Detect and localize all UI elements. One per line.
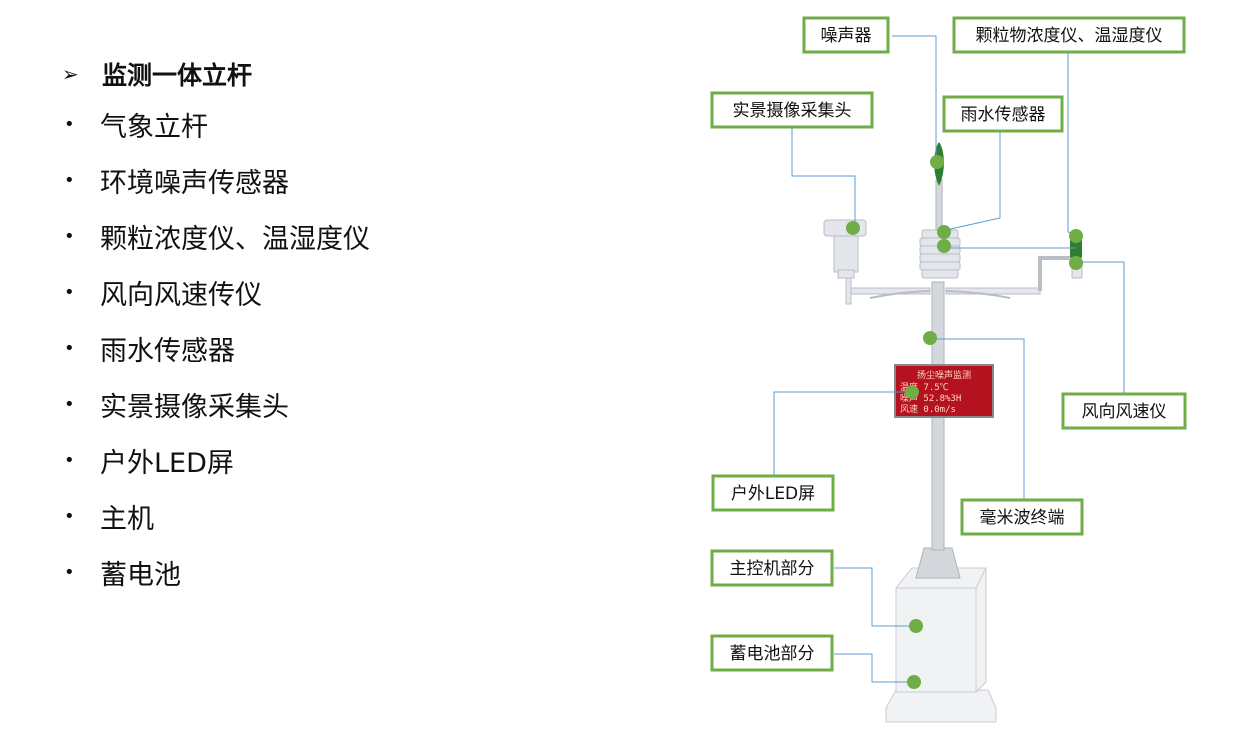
bullet-icon: • [64, 561, 75, 583]
marker-noise [930, 155, 944, 169]
pole-flange [915, 547, 961, 579]
bullet-icon: • [64, 393, 75, 415]
camera-mount [833, 235, 859, 273]
leader-noise [892, 35, 937, 162]
svg-text:风向风速仪: 风向风速仪 [1082, 402, 1167, 422]
bullet-icon: • [64, 225, 75, 247]
list-item: •雨水传感器 [64, 335, 235, 367]
marker-rain [937, 225, 951, 239]
leader-led [773, 391, 912, 476]
list-item: •户外LED屏 [64, 447, 234, 479]
bullet-icon: • [64, 337, 75, 359]
markers [846, 155, 1083, 689]
arm-brace-right [945, 290, 1011, 299]
list-heading: ➢ 监测一体立杆 [62, 52, 370, 96]
label-wind: 风向风速仪 [1061, 392, 1187, 430]
wind-bracket [1038, 256, 1070, 291]
list-item: •颗粒浓度仪、温湿度仪 [64, 223, 370, 255]
bullet-icon: • [64, 505, 75, 527]
label-rain: 雨水传感器 [942, 95, 1064, 133]
upper-pole [935, 179, 943, 231]
cabinet-base [885, 689, 997, 723]
label-led: 户外LED屏 [711, 474, 835, 512]
arm-brace-left [869, 290, 931, 299]
leader-lines [773, 35, 1125, 683]
cabinet-front [895, 587, 977, 693]
marker-particle-wind [1069, 229, 1083, 243]
leader-battery [834, 653, 912, 683]
bullet-icon: • [64, 281, 75, 303]
leader-mmwave [930, 338, 1025, 500]
svg-text:颗粒物浓度仪、温湿度仪: 颗粒物浓度仪、温湿度仪 [976, 26, 1163, 46]
label-particle: 颗粒物浓度仪、温湿度仪 [952, 16, 1186, 54]
svg-text:主控机部分: 主控机部分 [730, 559, 815, 579]
svg-text:毫米波终端: 毫米波终端 [980, 508, 1065, 528]
pole-illustration: 扬尘噪声监测 温度 7.5℃ 噪声 52.8%3H 风速 0.0m/s [823, 142, 1083, 723]
svg-text:户外LED屏: 户外LED屏 [731, 484, 815, 504]
label-battery: 蓄电池部分 [710, 634, 834, 672]
label-camera: 实景摄像采集头 [710, 91, 874, 129]
label-mmwave: 毫米波终端 [960, 498, 1084, 536]
svg-text:蓄电池部分: 蓄电池部分 [730, 644, 815, 664]
marker-led [905, 385, 919, 399]
camera-base [837, 269, 855, 279]
list-item: •蓄电池 [64, 559, 181, 591]
arrow-icon: ➢ [62, 62, 79, 86]
bullet-icon: • [64, 113, 75, 135]
bullet-icon: • [64, 169, 75, 191]
svg-text:噪声器: 噪声器 [821, 26, 872, 46]
marker-camera [846, 221, 860, 235]
list-item: •环境噪声传感器 [64, 167, 289, 199]
list-item: •气象立杆 [64, 111, 208, 143]
marker-wind [1069, 256, 1083, 270]
marker-battery [907, 675, 921, 689]
svg-text:雨水传感器: 雨水传感器 [961, 105, 1046, 125]
marker-particle [937, 239, 951, 253]
label-noise: 噪声器 [802, 16, 890, 54]
marker-mmwave [923, 331, 937, 345]
led-line-4: 风速 0.0m/s [900, 404, 956, 415]
label-host: 主控机部分 [710, 549, 834, 587]
list-item: •风向风速传仪 [64, 279, 262, 311]
led-line-1: 扬尘噪声监测 [917, 369, 971, 381]
svg-text:实景摄像采集头: 实景摄像采集头 [733, 101, 852, 121]
leader-camera [791, 128, 856, 226]
list-item: •实景摄像采集头 [64, 391, 289, 423]
leader-particle [1067, 50, 1077, 235]
cabinet-side [975, 567, 987, 694]
bullet-icon: • [64, 449, 75, 471]
marker-host [909, 619, 923, 633]
leader-host [834, 567, 916, 627]
list-item: •主机 [64, 503, 154, 535]
leader-wind [1082, 261, 1125, 394]
leader-rain [945, 128, 1001, 231]
list-title: 监测一体立杆 [102, 61, 253, 90]
component-list: ➢ 监测一体立杆 •气象立杆 •环境噪声传感器 •颗粒浓度仪、温湿度仪 •风向风… [62, 52, 370, 600]
